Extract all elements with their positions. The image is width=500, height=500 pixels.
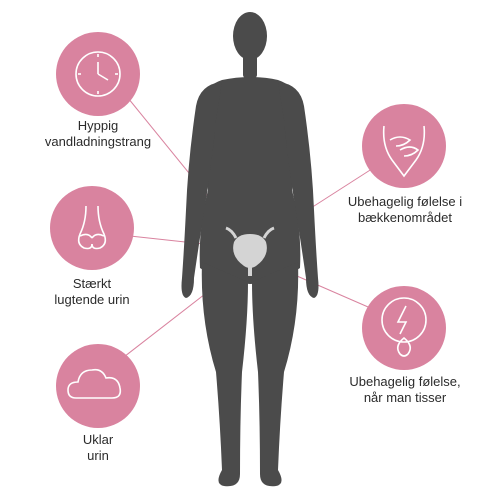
label-odor: Stærkt lugtende urin: [22, 276, 162, 308]
clock-icon: [75, 51, 121, 97]
neck: [243, 54, 257, 78]
bladder: [225, 226, 275, 276]
label-frequency-line2: vandladningstrang: [44, 134, 152, 149]
symptom-circles: [50, 32, 446, 428]
nose-icon: [77, 205, 107, 250]
label-urination-line2: når man tisser: [363, 390, 447, 405]
label-frequency: Hyppig vandladningstrang: [28, 118, 168, 150]
label-odor-line1: Stærkt: [72, 276, 112, 291]
label-pelvic-line1: Ubehagelig følelse i: [347, 194, 463, 209]
circle-urination: [362, 286, 446, 370]
pelvis-hands-icon: [382, 125, 426, 178]
circle-odor: [50, 186, 134, 270]
circle-pelvic: [362, 104, 446, 188]
label-cloudy: Uklar urin: [28, 432, 168, 464]
left-leg: [201, 262, 248, 487]
label-urination: Ubehagelig følelse, når man tisser: [330, 374, 480, 406]
right-arm: [278, 82, 319, 298]
label-cloudy-line2: urin: [87, 448, 109, 463]
torso: [198, 77, 302, 284]
head: [233, 12, 267, 60]
cloud-icon: [67, 368, 122, 399]
label-cloudy-line1: Uklar: [82, 432, 114, 447]
right-leg: [252, 262, 299, 487]
label-frequency-line1: Hyppig: [77, 118, 119, 133]
label-pelvic: Ubehagelig følelse i bækkenområdet: [330, 194, 480, 226]
circle-cloudy: [56, 344, 140, 428]
label-odor-line2: lugtende urin: [54, 292, 130, 307]
left-arm: [181, 82, 222, 298]
body-silhouette: [181, 12, 319, 487]
label-pelvic-line2: bækkenområdet: [358, 210, 452, 225]
drop-lightning-icon: [381, 297, 427, 357]
label-urination-line1: Ubehagelig følelse,: [349, 374, 461, 389]
